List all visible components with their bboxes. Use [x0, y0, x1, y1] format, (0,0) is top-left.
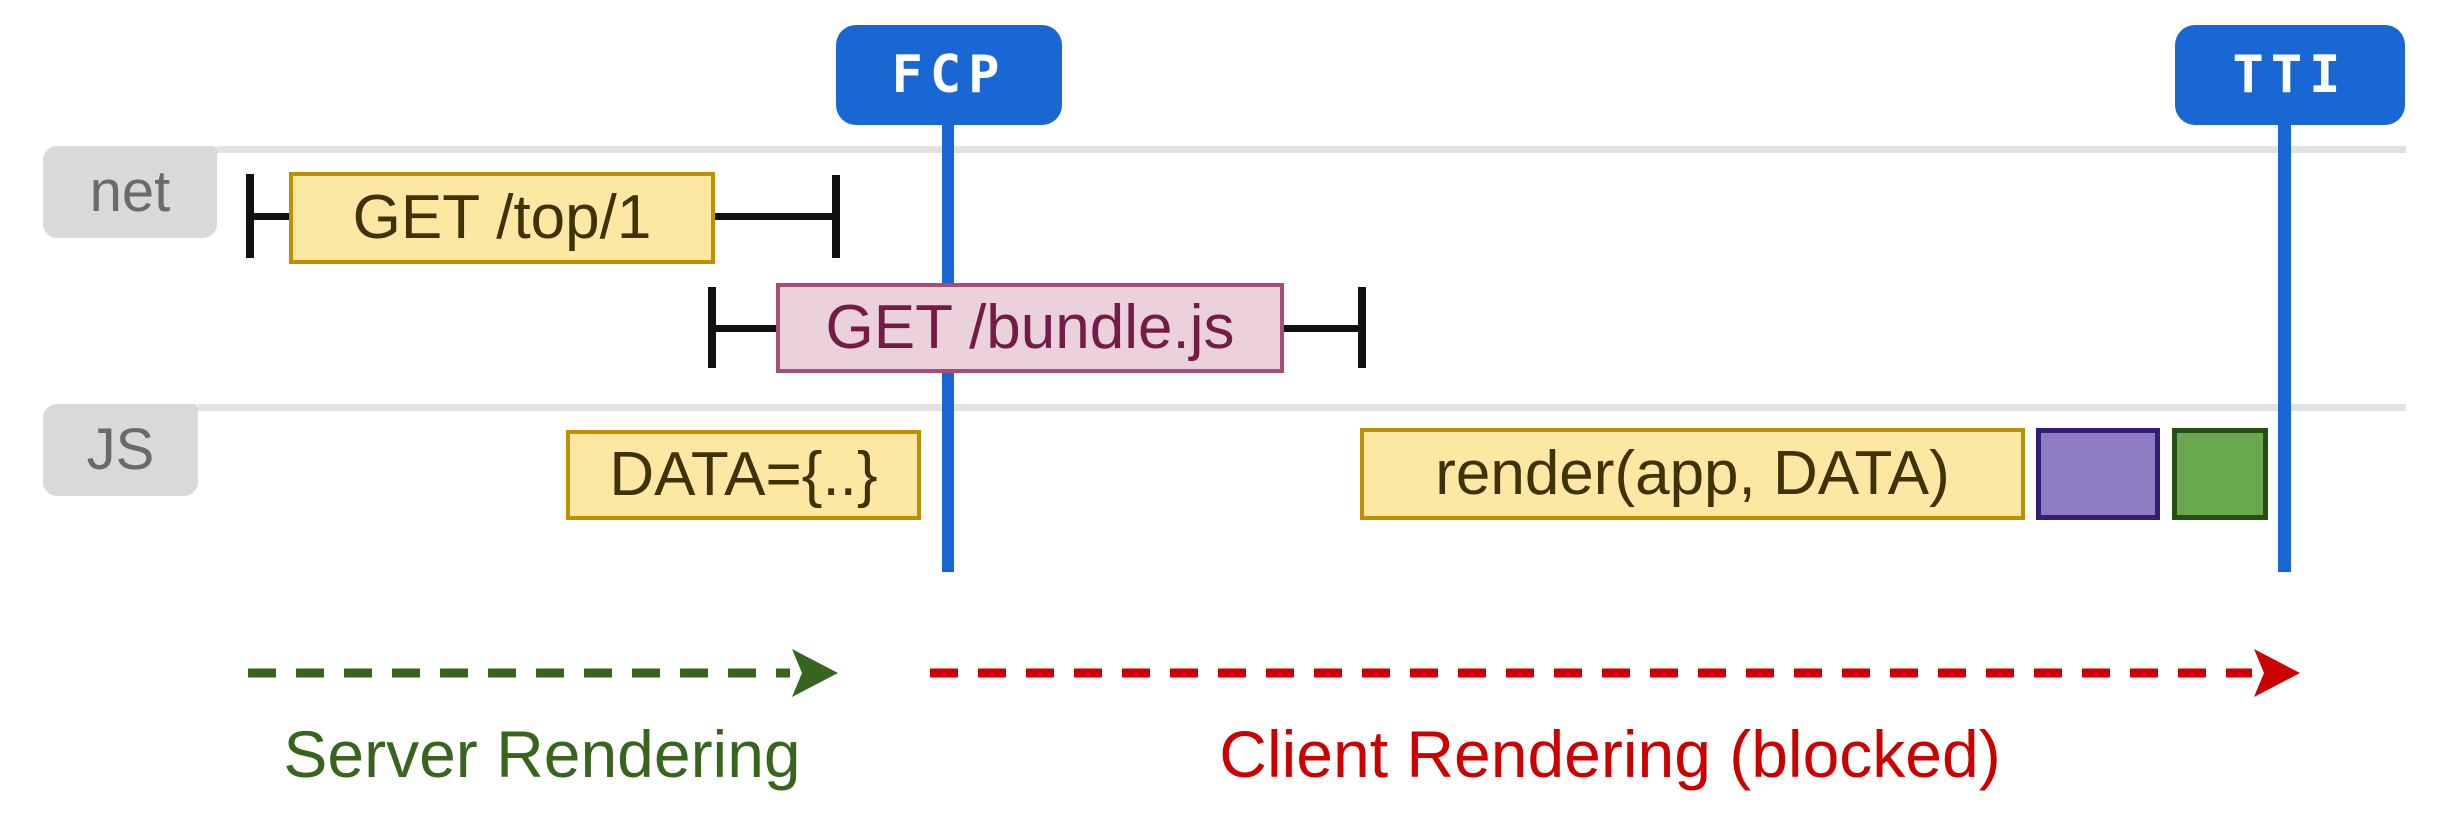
tti-marker-line: [2278, 120, 2291, 572]
js-lane-tab: JS: [43, 404, 198, 496]
fcp-badge: FCP: [836, 25, 1062, 125]
client-arrowhead-icon: [2254, 649, 2300, 697]
client-rendering-arrow: [930, 649, 2300, 697]
task-render-label: render(app, DATA): [1435, 439, 1950, 508]
fcp-badge-label: FCP: [891, 45, 1007, 105]
net-lane-label: net: [89, 159, 171, 224]
server-rendering-label: Server Rendering: [283, 717, 801, 791]
request-top1-start-tick: [246, 174, 254, 258]
request-bundle-end-tick: [1358, 287, 1366, 368]
task-data-box: DATA={..}: [566, 430, 921, 520]
request-top1-end-tick: [832, 175, 840, 258]
server-arrowhead-icon: [792, 649, 838, 697]
js-lane-label: JS: [86, 417, 155, 482]
task-purple-block: [2036, 428, 2160, 520]
task-green-block: [2172, 428, 2268, 520]
request-bundle-start-tick: [708, 287, 716, 368]
request-bundle-end-connector: [1282, 325, 1362, 332]
request-bundle-start-connector: [714, 325, 778, 332]
server-rendering-arrow: [248, 649, 838, 697]
net-lane-tab: net: [43, 146, 217, 238]
request-top1-start-connector: [252, 213, 292, 220]
tti-badge-label: TTI: [2232, 45, 2348, 105]
request-bundle-label: GET /bundle.js: [825, 293, 1235, 362]
request-top1-label: GET /top/1: [352, 183, 652, 252]
client-rendering-label: Client Rendering (blocked): [1219, 717, 2001, 791]
js-lane-line: [198, 404, 2406, 411]
request-top1-box: GET /top/1: [289, 172, 715, 264]
request-bundle-box: GET /bundle.js: [776, 283, 1284, 373]
task-data-label: DATA={..}: [609, 440, 878, 509]
request-top1-end-connector: [713, 213, 834, 220]
tti-badge: TTI: [2175, 25, 2405, 125]
task-render-box: render(app, DATA): [1360, 428, 2025, 520]
net-lane-line: [217, 146, 2406, 153]
